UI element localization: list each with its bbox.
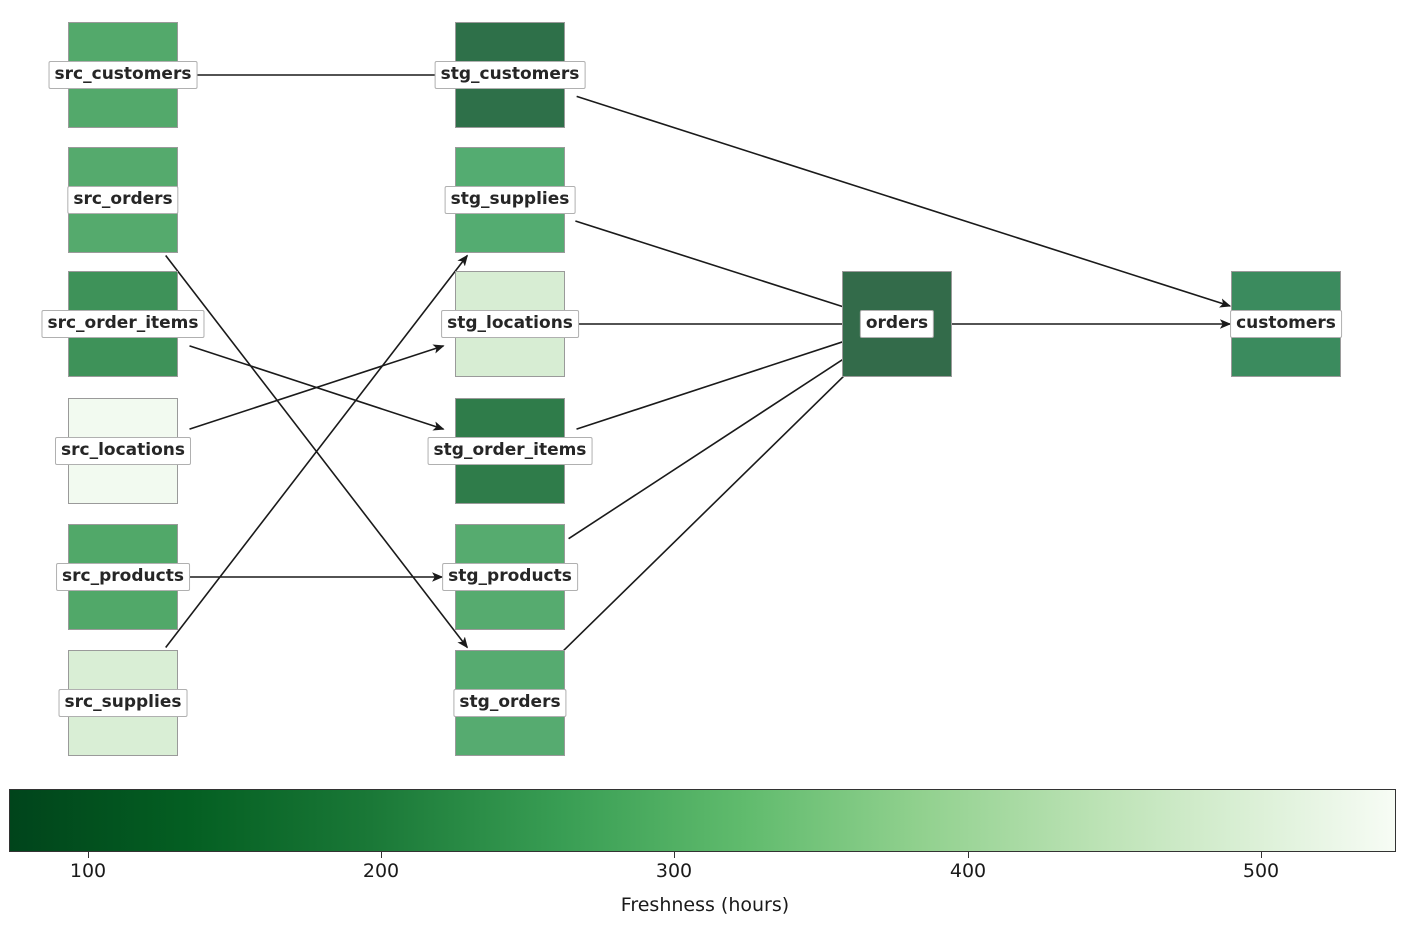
edge-stg_supplies-to-orders [575, 220, 861, 314]
edge-src_orders-to-stg_orders [165, 254, 468, 649]
node-label-src_supplies: src_supplies [58, 689, 188, 717]
colorbar-tick-200 [381, 852, 382, 858]
edge-src_supplies-to-stg_supplies [165, 254, 468, 649]
colorbar-tick-label-500: 500 [1242, 860, 1280, 882]
node-label-orders: orders [859, 310, 935, 338]
node-label-src_customers: src_customers [48, 61, 198, 89]
node-label-src_products: src_products [56, 563, 190, 591]
colorbar-tick-100 [88, 852, 89, 858]
colorbar-tick-label-200: 200 [362, 860, 400, 882]
edge-stg_orders-to-orders [559, 359, 861, 655]
colorbar-axis-label: Freshness (hours) [620, 894, 790, 916]
colorbar-tick-400 [968, 852, 969, 858]
colorbar: 100 200 300 400 500 Freshness (hours) [0, 789, 1410, 926]
colorbar-tick-label-100: 100 [69, 860, 107, 882]
edge-layer [165, 74, 1232, 655]
node-label-stg_order_items: stg_order_items [427, 437, 593, 465]
colorbar-tick-500 [1261, 852, 1262, 858]
edge-stg_order_items-to-orders [576, 334, 861, 430]
colorbar-gradient [9, 789, 1396, 852]
colorbar-tick-label-400: 400 [949, 860, 987, 882]
node-label-stg_customers: stg_customers [434, 61, 586, 89]
node-label-src_locations: src_locations [55, 437, 191, 465]
node-label-stg_products: stg_products [442, 563, 578, 591]
node-label-customers: customers [1230, 310, 1342, 338]
node-label-stg_locations: stg_locations [441, 310, 579, 338]
node-label-stg_orders: stg_orders [453, 689, 567, 717]
edge-stg_products-to-orders [568, 347, 861, 540]
edge-src_locations-to-stg_locations [189, 344, 445, 430]
colorbar-tick-300 [674, 852, 675, 858]
colorbar-tick-label-300: 300 [655, 860, 693, 882]
node-label-stg_supplies: stg_supplies [444, 186, 576, 214]
edge-src_order_items-to-stg_order_items [189, 345, 445, 431]
node-label-src_order_items: src_order_items [41, 310, 205, 338]
node-label-src_orders: src_orders [67, 186, 179, 214]
